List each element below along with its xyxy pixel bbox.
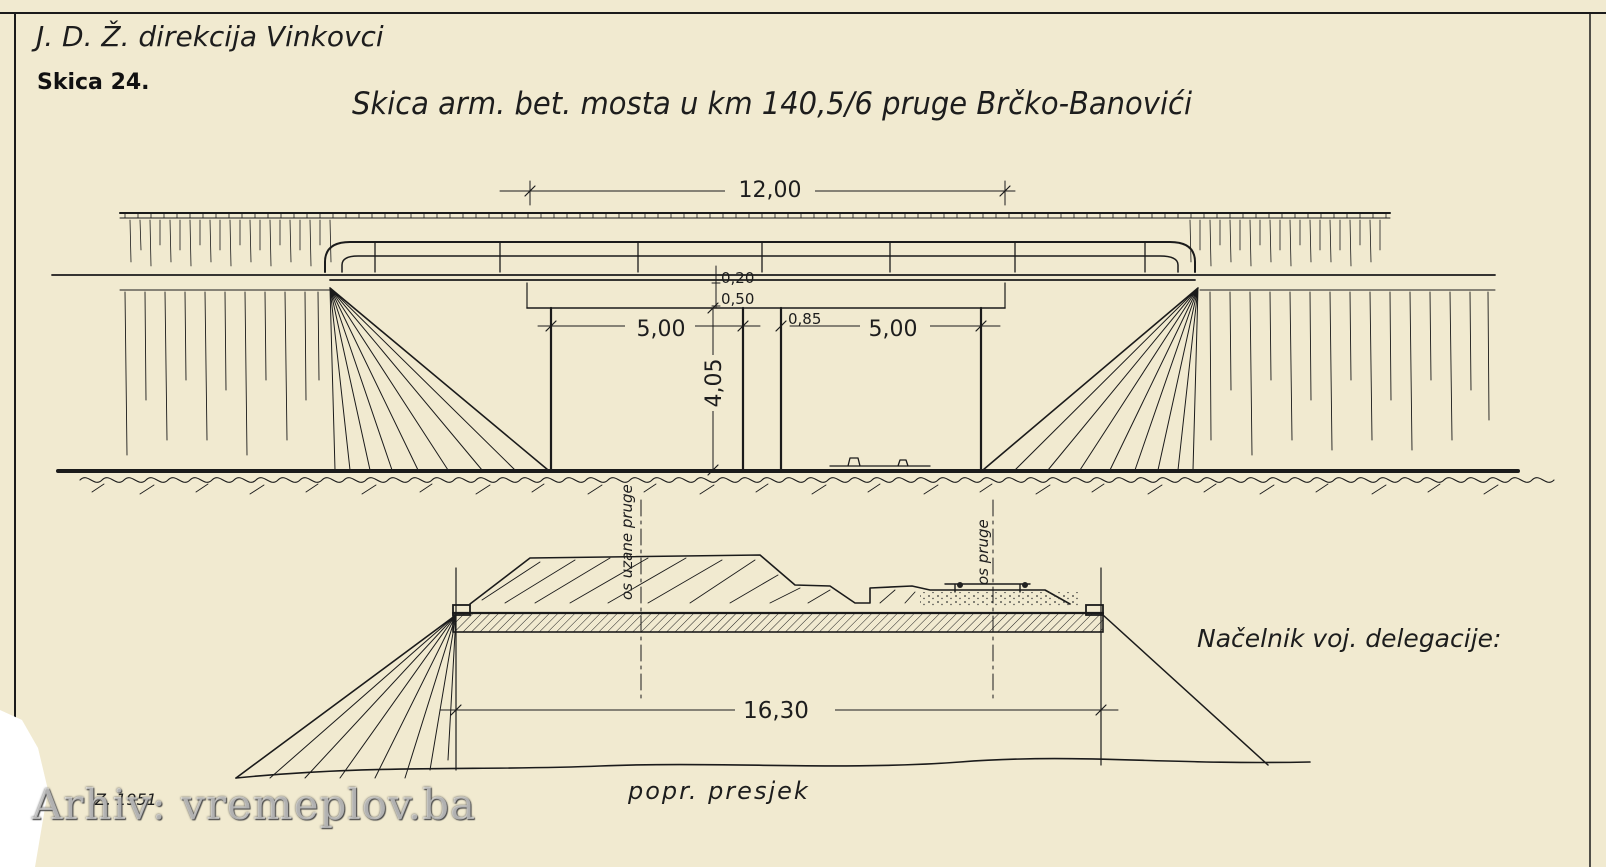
signature-label: Načelnik voj. delegacije: [1197, 624, 1501, 653]
elevation-view: 12,00 0,20 0,50 5,00 0,85 5,00 4,05 [51, 176, 1555, 495]
dim-deck-thickness: 0,20 [721, 269, 754, 287]
sheet-frame [0, 12, 1606, 867]
dim-right-opening: 5,00 [869, 317, 918, 342]
directorate-text: J. D. Ž. direkcija Vinkovci [31, 19, 384, 53]
dim-section-width: 16,30 [743, 698, 809, 724]
archive-watermark: Arhiv: vremeplov.ba [32, 780, 477, 829]
cross-section-caption: popr. presjek [627, 777, 810, 805]
dim-left-opening: 5,00 [637, 317, 686, 342]
dim-pier-width: 0,85 [788, 310, 821, 328]
axis-narrow-gauge-label: os uzane pruge [618, 484, 636, 600]
dim-clear-height: 4,05 [702, 359, 727, 408]
sketch-number-label: Skica 24. [37, 70, 150, 95]
dim-span-total: 12,00 [739, 178, 802, 203]
dim-beam-depth: 0,50 [721, 290, 754, 308]
cross-section-view: os uzane pruge os pruge 16,30 popr. pres… [235, 484, 1311, 805]
corner-note: Z. 1951 [94, 790, 157, 809]
sketch-title: Skica arm. bet. mosta u km 140,5/6 pruge… [352, 86, 1192, 122]
axis-track-label: os pruge [974, 519, 992, 585]
